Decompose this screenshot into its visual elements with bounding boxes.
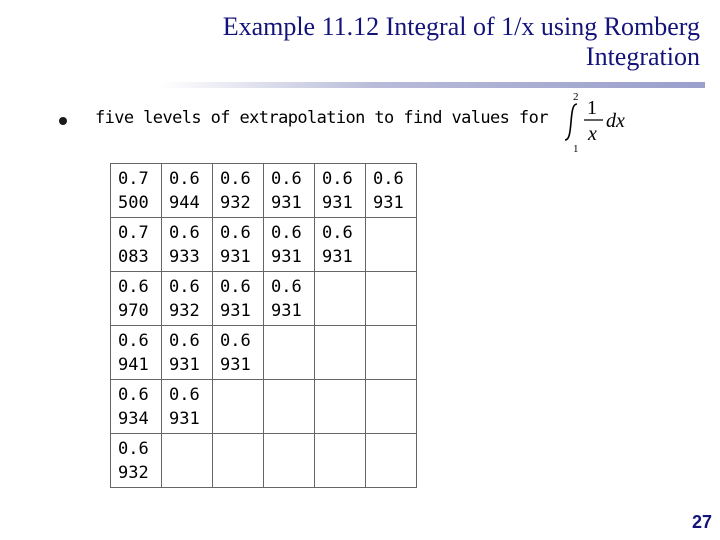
table-cell: 0.6 941: [110, 325, 162, 380]
table-row: 0.6 934 0.6 931: [110, 379, 417, 434]
table-cell: [212, 433, 264, 488]
table-cell: 0.6 931: [212, 217, 264, 272]
differential: dx: [606, 110, 625, 132]
fraction-denominator: x: [587, 123, 597, 145]
table-cell: 0.6 934: [110, 379, 162, 434]
fraction-numerator: 1: [587, 97, 597, 119]
table-row: 0.6 941 0.6 931 0.6 931: [110, 325, 417, 380]
table-cell: 0.6 931: [212, 325, 264, 380]
table-cell: 0.6 933: [161, 217, 213, 272]
table-cell: [263, 433, 315, 488]
table-cell: 0.6 944: [161, 163, 213, 218]
table-cell: 0.6 931: [365, 163, 417, 218]
table-cell: [314, 271, 366, 326]
table-row: 0.7 500 0.6 944 0.6 932 0.6 931 0.6 931 …: [110, 163, 417, 218]
slide-title-line1: Example 11.12 Integral of 1/x using Romb…: [222, 12, 700, 41]
slide-title-line2: Integration: [585, 42, 700, 71]
table-cell: [314, 433, 366, 488]
upper-limit: 2: [573, 91, 579, 103]
table-cell: 0.7 083: [110, 217, 162, 272]
slide-title: Example 11.12 Integral of 1/x using Romb…: [80, 12, 700, 72]
table-cell: 0.6 931: [212, 271, 264, 326]
table-cell: [365, 433, 417, 488]
table-cell: 0.7 500: [110, 163, 162, 218]
table-cell: 0.6 931: [161, 325, 213, 380]
table-row: 0.6 970 0.6 932 0.6 931 0.6 931: [110, 271, 417, 326]
table-cell: [314, 325, 366, 380]
table-cell: [212, 379, 264, 434]
title-divider: [160, 82, 705, 88]
table-row: 0.6 932: [110, 433, 417, 488]
table-row: 0.7 083 0.6 933 0.6 931 0.6 931 0.6 931: [110, 217, 417, 272]
bullet-icon: [59, 117, 67, 125]
table-cell: [365, 325, 417, 380]
table-cell: [263, 325, 315, 380]
table-cell: 0.6 931: [161, 379, 213, 434]
table-cell: [314, 379, 366, 434]
table-cell: 0.6 932: [110, 433, 162, 488]
romberg-table: 0.7 500 0.6 944 0.6 932 0.6 931 0.6 931 …: [110, 163, 417, 488]
table-cell: [365, 379, 417, 434]
integral-sign-icon: [564, 103, 578, 141]
table-cell: 0.6 931: [263, 217, 315, 272]
table-cell: 0.6 931: [263, 163, 315, 218]
lower-limit: 1: [573, 143, 579, 154]
table-cell: 0.6 932: [161, 271, 213, 326]
table-cell: 0.6 931: [314, 217, 366, 272]
table-cell: 0.6 931: [314, 163, 366, 218]
table-cell: 0.6 970: [110, 271, 162, 326]
table-cell: [365, 271, 417, 326]
table-cell: 0.6 932: [212, 163, 264, 218]
page-number: 27: [691, 512, 712, 532]
integral-formula: 2 1 1 x dx: [564, 91, 625, 154]
table-cell: 0.6 931: [263, 271, 315, 326]
table-cell: [263, 379, 315, 434]
table-cell: [365, 217, 417, 272]
table-cell: [161, 433, 213, 488]
bullet-text: five levels of extrapolation to find val…: [95, 108, 548, 128]
